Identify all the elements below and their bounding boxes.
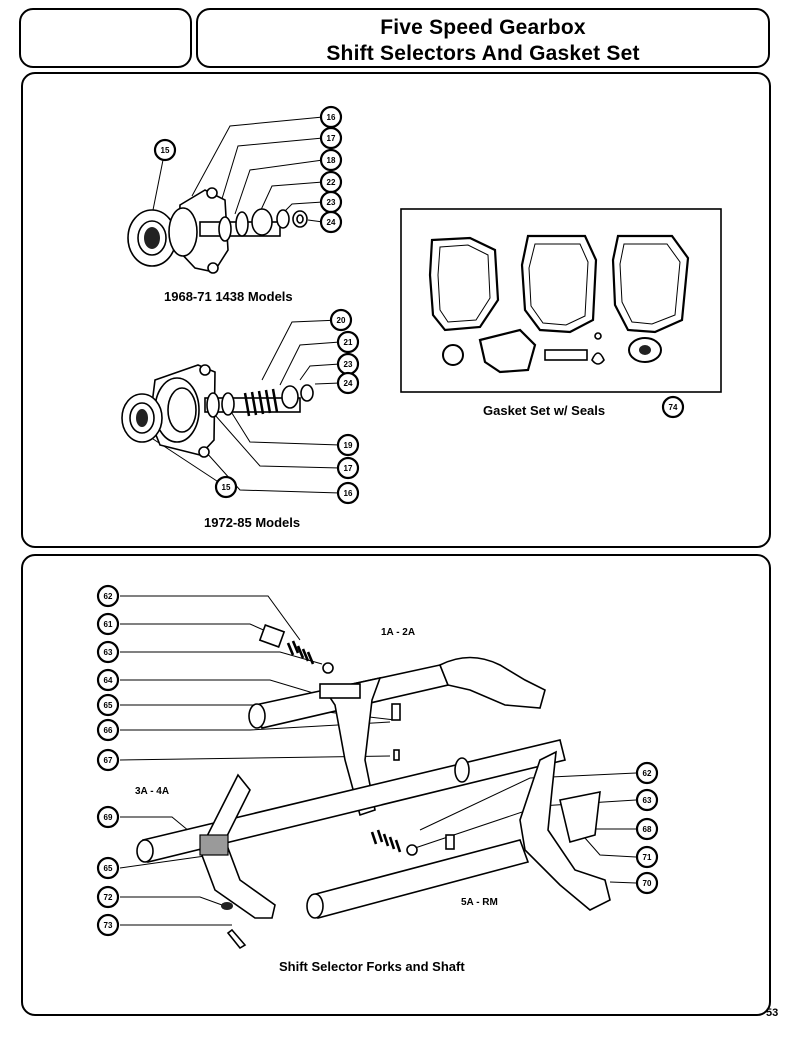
callout-63: 63 xyxy=(635,788,659,812)
svg-text:17: 17 xyxy=(344,464,353,473)
svg-text:23: 23 xyxy=(327,198,336,207)
header-blank-box xyxy=(19,8,192,68)
callout-70: 70 xyxy=(635,871,659,895)
callout-65: 65 xyxy=(96,693,120,717)
caption-1972-85: 1972-85 Models xyxy=(204,515,301,530)
svg-text:18: 18 xyxy=(327,156,336,165)
callout-71: 71 xyxy=(635,845,659,869)
callout-15: 15 xyxy=(214,475,238,499)
callout-69: 69 xyxy=(96,805,120,829)
svg-text:68: 68 xyxy=(643,825,652,834)
svg-text:62: 62 xyxy=(104,592,113,601)
page-title: Five Speed Gearbox xyxy=(380,16,586,39)
label-1a-2a: 1A - 2A xyxy=(381,627,416,638)
callout-23: 23 xyxy=(319,190,343,214)
svg-text:74: 74 xyxy=(669,403,678,412)
callout-66: 66 xyxy=(96,718,120,742)
svg-text:61: 61 xyxy=(104,620,113,629)
svg-text:24: 24 xyxy=(344,379,353,388)
svg-text:20: 20 xyxy=(337,316,346,325)
callout-21: 21 xyxy=(336,330,360,354)
svg-text:16: 16 xyxy=(327,113,336,122)
callout-64: 64 xyxy=(96,668,120,692)
label-3a-4a: 3A - 4A xyxy=(135,786,170,797)
svg-text:63: 63 xyxy=(104,648,113,657)
callout-15: 15 xyxy=(153,138,177,162)
callout-22: 22 xyxy=(319,170,343,194)
svg-text:19: 19 xyxy=(344,441,353,450)
svg-text:62: 62 xyxy=(643,769,652,778)
svg-text:21: 21 xyxy=(344,338,353,347)
label-5a-rm: 5A - RM xyxy=(461,897,498,908)
callout-group: 15 16 17 18 22 23 24 20 21 23 24 19 17 15 16 74 62 61 63 64… xyxy=(96,105,685,937)
page-subtitle: Shift Selectors And Gasket Set xyxy=(326,42,640,65)
svg-text:23: 23 xyxy=(344,360,353,369)
callout-63: 63 xyxy=(96,640,120,664)
svg-text:67: 67 xyxy=(104,756,113,765)
svg-text:72: 72 xyxy=(104,893,113,902)
svg-text:22: 22 xyxy=(327,178,336,187)
title-box: Five Speed Gearbox Shift Selectors And G… xyxy=(196,8,770,68)
caption-gasket-set: Gasket Set w/ Seals xyxy=(483,403,606,418)
assembly-1972-85 xyxy=(121,319,341,494)
callout-68: 68 xyxy=(635,817,659,841)
callout-67: 67 xyxy=(96,748,120,772)
svg-text:73: 73 xyxy=(104,921,113,930)
caption-1968-71: 1968-71 1438 Models xyxy=(164,289,293,304)
top-panel xyxy=(21,72,771,548)
svg-text:65: 65 xyxy=(104,701,113,710)
callout-72: 72 xyxy=(96,885,120,909)
callout-18: 18 xyxy=(319,148,343,172)
svg-text:69: 69 xyxy=(104,813,113,822)
callout-23: 23 xyxy=(336,352,360,376)
callout-16: 16 xyxy=(336,481,360,505)
svg-text:16: 16 xyxy=(344,489,353,498)
svg-text:17: 17 xyxy=(327,134,336,143)
shift-forks-drawing xyxy=(119,595,637,950)
svg-text:64: 64 xyxy=(104,676,113,685)
callout-24: 24 xyxy=(336,371,360,395)
svg-text:65: 65 xyxy=(104,864,113,873)
gasket-set-frame xyxy=(400,208,722,393)
gasket-set-parts xyxy=(428,234,690,374)
callout-65: 65 xyxy=(96,856,120,880)
svg-text:63: 63 xyxy=(643,796,652,805)
svg-text:15: 15 xyxy=(161,146,170,155)
callout-16: 16 xyxy=(319,105,343,129)
bottom-panel xyxy=(21,554,771,1016)
callout-17: 17 xyxy=(336,456,360,480)
callout-62: 62 xyxy=(635,761,659,785)
callout-19: 19 xyxy=(336,433,360,457)
callout-74: 74 xyxy=(661,395,685,419)
svg-text:24: 24 xyxy=(327,218,336,227)
svg-text:70: 70 xyxy=(643,879,652,888)
callout-17: 17 xyxy=(319,126,343,150)
callout-20: 20 xyxy=(329,308,353,332)
callout-61: 61 xyxy=(96,612,120,636)
caption-shift-selector: Shift Selector Forks and Shaft xyxy=(279,959,465,974)
svg-text:71: 71 xyxy=(643,853,652,862)
callout-62: 62 xyxy=(96,584,120,608)
callout-24: 24 xyxy=(319,210,343,234)
svg-text:66: 66 xyxy=(104,726,113,735)
svg-text:15: 15 xyxy=(222,483,231,492)
assembly-1968-71 xyxy=(127,116,324,274)
page-number: 53 xyxy=(766,1007,779,1019)
callout-73: 73 xyxy=(96,913,120,937)
